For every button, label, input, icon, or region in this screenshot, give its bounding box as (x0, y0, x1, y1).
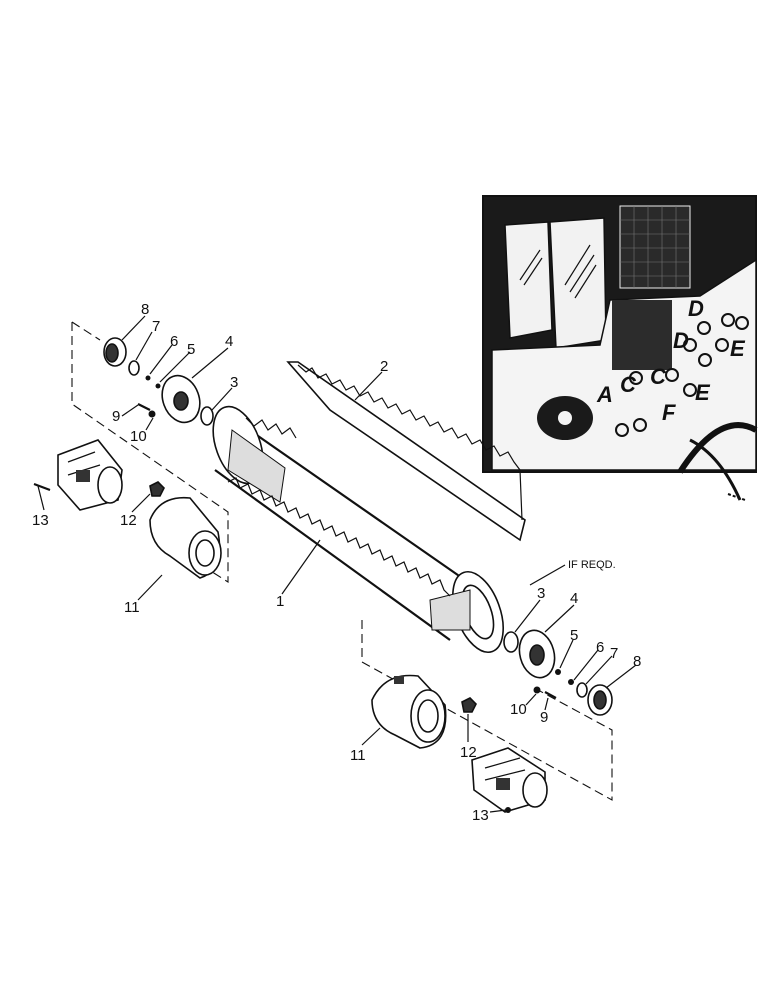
callout-9-right: 9 (540, 709, 548, 726)
inset-label-e2: E (695, 380, 711, 405)
callout-7-left: 7 (152, 318, 160, 335)
left-end-assembly (33, 321, 229, 584)
part-7-washer-left (128, 360, 140, 376)
callout-1: 1 (276, 593, 284, 610)
part-4-flange-right (518, 629, 556, 679)
callout-7-right: 7 (610, 645, 618, 662)
part-11-housing-left (149, 496, 222, 579)
callout-3-right: 3 (537, 585, 545, 602)
part-13-motor-left (33, 439, 123, 511)
inset-label-c1: C (620, 372, 637, 397)
callout-6-right: 6 (596, 639, 604, 656)
part-5-left (155, 383, 161, 389)
callout-13-right: 13 (472, 807, 489, 824)
callout-12-right: 12 (460, 744, 477, 761)
callout-6-left: 6 (170, 333, 178, 350)
part-9-bolt-left (137, 403, 151, 411)
part-2-serrated-bar (286, 361, 526, 542)
inset-label-e1: E (730, 336, 746, 361)
inset-label-d2: D (688, 296, 704, 321)
callout-12-left: 12 (120, 512, 137, 529)
callout-11-left: 11 (124, 599, 140, 616)
callout-9-left: 9 (112, 408, 120, 425)
right-end-assembly (361, 620, 613, 813)
callout-11-right: 11 (350, 747, 366, 764)
inset-label-a: A (596, 382, 613, 407)
inset-label-c2: C (650, 364, 667, 389)
part-11-housing-right (371, 674, 447, 749)
callout-10-right: 10 (510, 701, 527, 718)
callout-8-left: 8 (141, 301, 149, 318)
note-if-reqd: IF REQD. (568, 559, 616, 571)
part-8-bearing-left (103, 337, 127, 367)
machine-inset: A C C D D E E F (482, 195, 758, 501)
part-6-right (568, 679, 574, 685)
callout-13-left: 13 (32, 512, 49, 529)
part-3-ring-left (200, 406, 214, 426)
part-10-washer-right (533, 686, 541, 694)
part-6-left (145, 375, 151, 381)
part-12-nut-right (461, 697, 477, 713)
callout-5-right: 5 (570, 627, 578, 644)
inset-label-d1: D (673, 328, 689, 353)
part-8-bearing-right (587, 684, 613, 716)
part-13-motor-right (471, 747, 548, 813)
callout-4-left: 4 (225, 333, 233, 350)
part-7-washer-right (576, 682, 588, 698)
part-4-flange-left (161, 374, 201, 424)
part-12-nut-left (149, 481, 165, 497)
callout-8-right: 8 (633, 653, 641, 670)
part-9-bolt-right (544, 691, 557, 699)
callout-2: 2 (380, 358, 388, 375)
part-3-ring-right (503, 631, 519, 653)
leader-lines (37, 315, 637, 813)
callout-labels: 8 7 6 5 4 3 9 10 12 13 11 1 2 IF REQD. 3… (32, 301, 641, 824)
part-1-main-tube (212, 405, 504, 653)
callout-5-left: 5 (187, 341, 195, 358)
part-5-right (555, 669, 561, 675)
part-10-washer-left (148, 410, 156, 418)
inset-label-f: F (662, 400, 676, 425)
callout-10-left: 10 (130, 428, 147, 445)
callout-4-right: 4 (570, 590, 578, 607)
callout-3-left: 3 (230, 374, 238, 391)
